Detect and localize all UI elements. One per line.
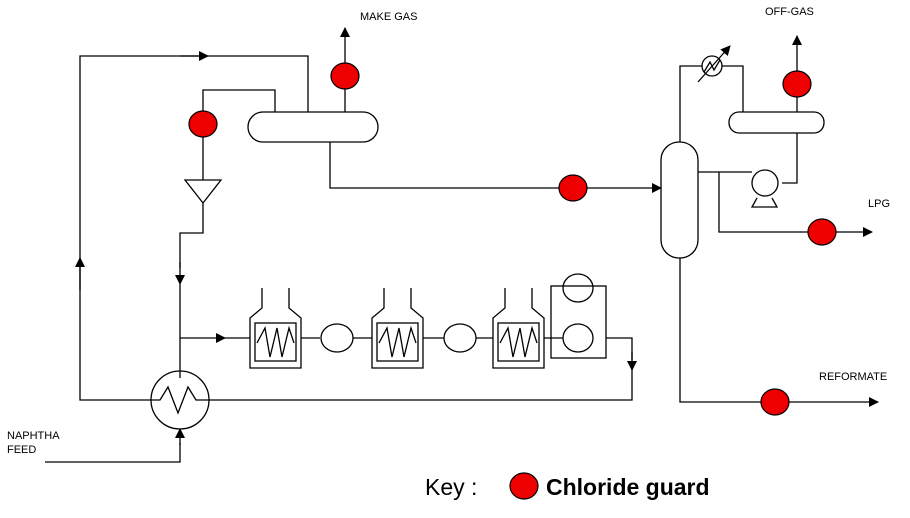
reactor-effluent-line <box>606 337 633 360</box>
naphtha-label-line-2: FEED <box>7 444 36 456</box>
chloride-guard-recycle <box>188 110 218 138</box>
key-label: Key : <box>425 474 477 500</box>
key-chloride-guard-label: Chloride guard <box>546 474 710 500</box>
stabilizer-column <box>660 141 699 259</box>
separator-liquid-line <box>329 142 600 189</box>
reformate-label: REFORMATE <box>819 371 887 383</box>
lpg-label: LPG <box>868 198 890 210</box>
key-chloride-guard-symbol <box>509 472 539 500</box>
compressor-discharge-line <box>179 203 204 268</box>
chloride-guard-make-gas <box>330 62 360 90</box>
make-gas-label: MAKE GAS <box>360 11 417 23</box>
lpg-line <box>718 172 820 233</box>
receiver-drum <box>728 111 825 134</box>
stabilizer-overhead-line <box>679 65 744 142</box>
separator-drum <box>247 111 379 143</box>
heater-2 <box>371 288 424 369</box>
reformate-line <box>679 258 790 403</box>
exchanger-coil <box>150 385 210 415</box>
reactor-2 <box>443 323 477 353</box>
effluent-to-exchanger-line <box>210 370 633 401</box>
chloride-guard-separator-liquid <box>558 174 588 202</box>
final-reactor-frame <box>550 285 607 359</box>
heater-1 <box>249 288 302 369</box>
pump-base <box>750 197 779 208</box>
reactor-4 <box>562 323 594 353</box>
reactor-1 <box>320 323 354 353</box>
reactor-3 <box>562 273 594 303</box>
heater-3 <box>492 288 545 369</box>
compressor-symbol <box>183 179 223 205</box>
chloride-guard-reformate <box>760 388 790 416</box>
compressor-recycle-line <box>202 89 276 180</box>
condenser-control-arrow-line <box>697 45 731 83</box>
chloride-guards <box>188 62 837 500</box>
naphtha-feed-line <box>45 443 181 463</box>
chloride-guard-off-gas <box>782 70 812 98</box>
reflux-pump <box>751 169 779 197</box>
receiver-liquid-line <box>782 133 798 184</box>
recycle-gas-line <box>79 55 309 401</box>
chloride-guard-lpg <box>807 218 837 246</box>
off-gas-label: OFF-GAS <box>765 6 814 18</box>
naphtha-label-line-1: NAPHTHA <box>7 430 60 442</box>
